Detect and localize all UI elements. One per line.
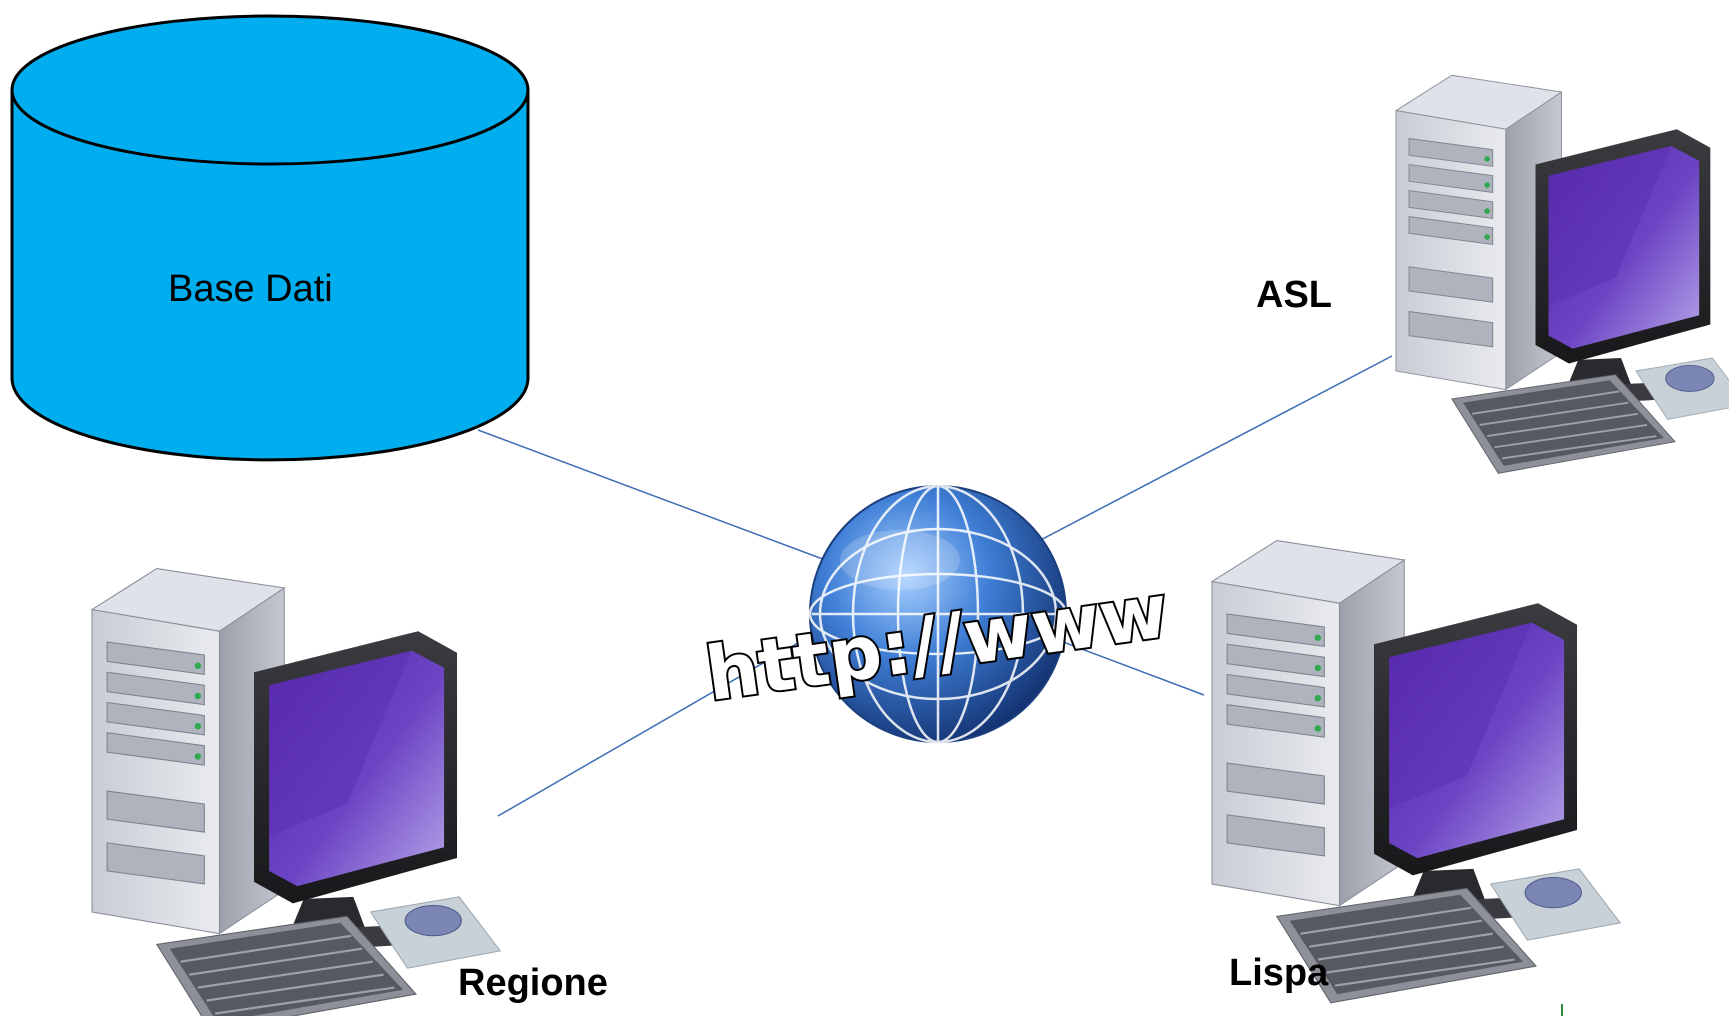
node-label-asl: ASL bbox=[1256, 274, 1332, 316]
node-label-regione: Regione bbox=[458, 962, 608, 1004]
database-cylinder bbox=[10, 14, 530, 462]
computer-asl-icon bbox=[1395, 74, 1729, 475]
computer-lispa-icon bbox=[1210, 539, 1622, 1004]
node-label-lispa: Lispa bbox=[1229, 952, 1329, 994]
database-label: Base Dati bbox=[168, 268, 333, 310]
link-database bbox=[477, 429, 869, 577]
computer-regione-icon bbox=[90, 567, 502, 1016]
link-regione bbox=[497, 605, 863, 817]
internet-globe: http://www bbox=[699, 484, 1175, 744]
link-asl bbox=[1011, 355, 1393, 556]
